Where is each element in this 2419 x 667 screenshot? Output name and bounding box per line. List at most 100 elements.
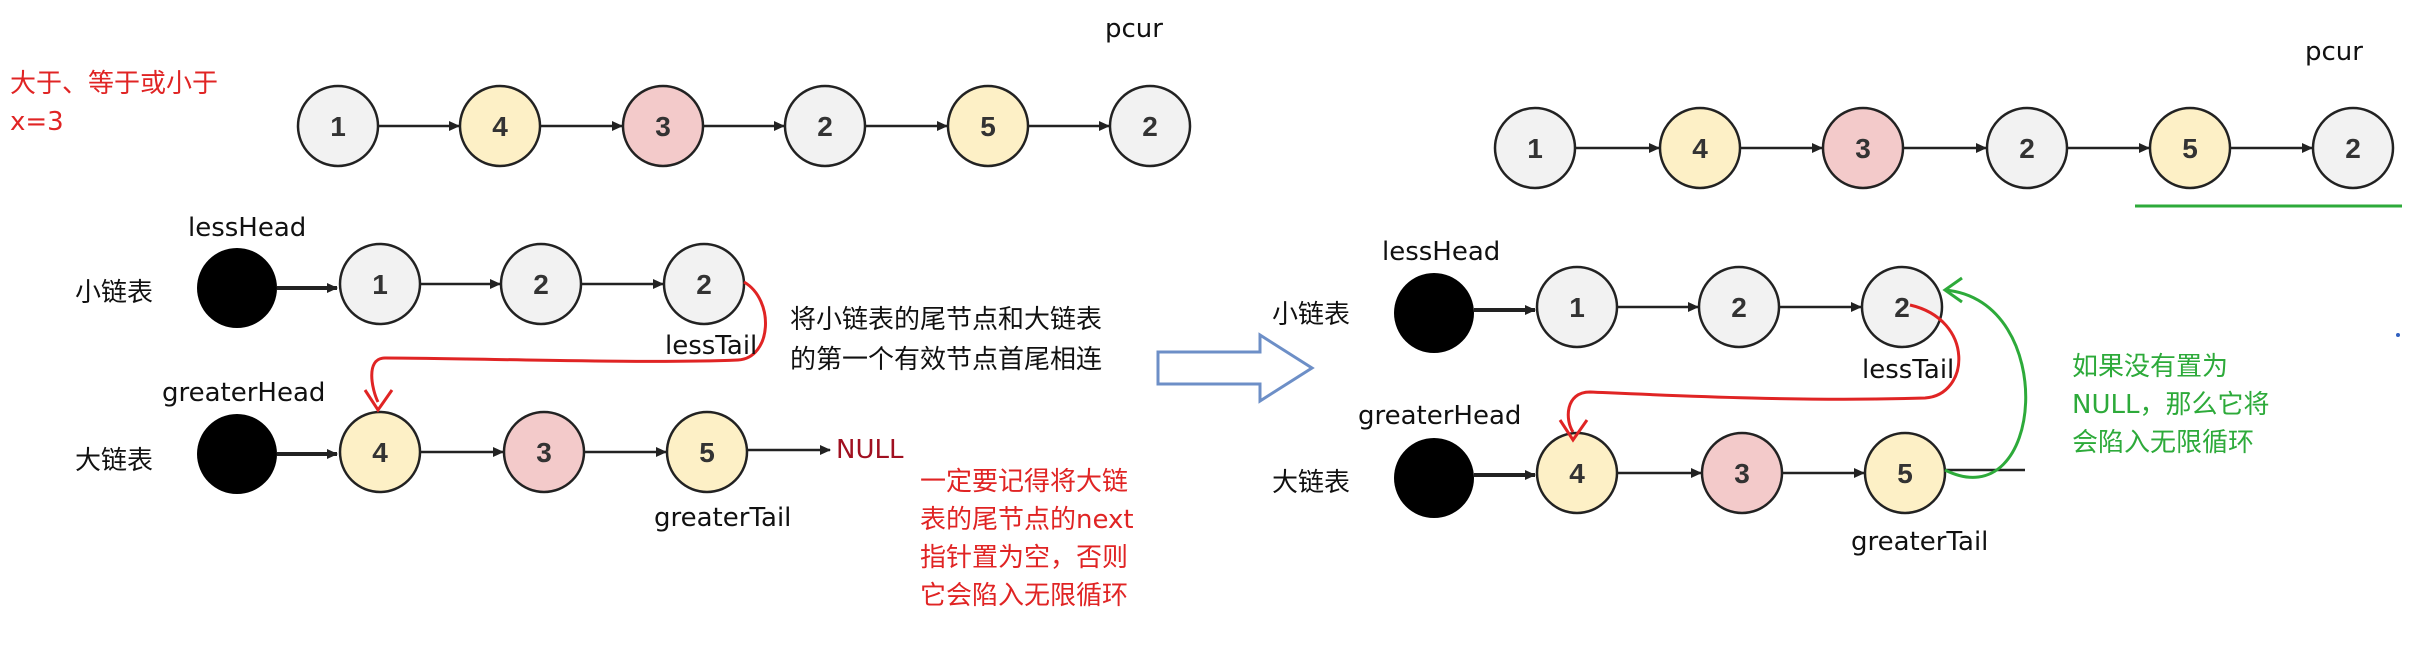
right-less-node-3: 2 [1860,265,1944,349]
left-original-node-4-value: 2 [817,111,833,142]
left-less-node-2-value: 2 [533,269,549,300]
right-original-node-4-value: 2 [2019,133,2035,164]
right-connect-curve-head [1558,419,1589,443]
right-less-node-2-circle [1697,265,1781,349]
left-less-tail-label: lessTail [665,331,758,361]
left-original-node-2: 4 [458,84,542,168]
left-greater-tail-label: greaterTail [654,503,792,533]
left-less-head-dot [197,248,277,328]
right-less-node-1: 1 [1535,265,1619,349]
right-greater-node-2: 3 [1700,431,1784,515]
edges-layer [277,121,2313,480]
right-greater-node-1: 4 [1535,431,1619,515]
right-original-node-5-value: 5 [2182,133,2198,164]
right-original-node-1-value: 1 [1527,133,1543,164]
right-original-node-1-circle [1493,106,1577,190]
right-less-head-dot [1394,273,1474,353]
left-less-node-2: 2 [499,242,583,326]
left-original-node-3-value: 3 [655,111,671,142]
left-small-list-label: 小链表 [75,278,154,308]
left-original-node-3-circle [621,84,705,168]
warning-note: 一定要记得将大链 表的尾节点的next 指针置为空，否则 它会陷入无限循环 [920,467,1134,611]
left-original-node-2-value: 4 [492,111,508,142]
right-less-head-label: lessHead [1382,237,1501,267]
condition-label: 大于、等于或小于 x=3 [10,69,219,137]
left-less-head-label: lessHead [188,213,307,243]
right-loop-curve-head [1942,276,1963,304]
left-greater-node-3: 5 [665,410,749,494]
left-original-node-6-value: 2 [1142,111,1158,142]
left-big-list-label: 大链表 [75,446,154,476]
left-original-node-4-circle [783,84,867,168]
left-greater-node-1: 4 [338,410,422,494]
left-less-node-3-circle [662,242,746,326]
connect-note: 将小链表的尾节点和大链表 的第一个有效节点首尾相连 [790,305,1103,375]
left-greater-head-label: greaterHead [162,378,326,408]
left-original-node-4: 2 [783,84,867,168]
left-greater-node-3-value: 5 [699,437,715,468]
right-big-list-label: 大链表 [1272,468,1351,498]
transition-arrow [1156,332,1315,404]
right-original-node-6-circle [2311,106,2395,190]
right-original-node-5: 5 [2148,106,2232,190]
right-connect-curve [1566,303,1961,433]
right-original-node-4: 2 [1985,106,2069,190]
right-greater-head-dot [1394,438,1474,518]
left-greater-node-3-circle [665,410,749,494]
left-original-node-5: 5 [946,84,1030,168]
left-original-node-3: 3 [621,84,705,168]
right-less-node-1-value: 1 [1569,292,1585,323]
left-original-node-5-circle [946,84,1030,168]
right-original-node-5-circle [2148,106,2232,190]
left-pcur-label: pcur [1105,14,1163,44]
right-original-node-6-value: 2 [2345,133,2361,164]
left-less-node-1-value: 1 [372,269,388,300]
right-greater-tail-label: greaterTail [1851,527,1989,557]
left-greater-node-1-value: 4 [372,437,388,468]
left-less-node-3: 2 [662,242,746,326]
right-less-node-2: 2 [1697,265,1781,349]
left-original-node-1-circle [296,84,380,168]
left-greater-node-2-value: 3 [536,437,552,468]
left-connect-curve-head [363,389,394,413]
left-original-node-6: 2 [1108,84,1192,168]
left-original-node-1-value: 1 [330,111,346,142]
right-original-node-6: 2 [2311,106,2395,190]
right-less-node-1-circle [1535,265,1619,349]
right-small-list-label: 小链表 [1272,300,1351,330]
right-greater-node-3-circle [1863,431,1947,515]
annotation-curves-layer [363,204,2402,479]
right-pcur-label: pcur [2305,37,2363,67]
right-greater-node-3: 5 [1863,431,1947,515]
right-loop-curve [1944,288,2028,479]
null-label: NULL [836,435,904,465]
right-original-node-3-value: 3 [1855,133,1871,164]
right-greater-node-2-value: 3 [1734,458,1750,489]
right-original-node-2-value: 4 [1692,133,1708,164]
left-less-node-1-circle [338,242,422,326]
left-less-node-2-circle [499,242,583,326]
left-greater-node-2: 3 [502,410,586,494]
left-original-node-2-circle [458,84,542,168]
left-greater-node-2-circle [502,410,586,494]
right-less-node-3-circle [1860,265,1944,349]
right-greater-node-1-value: 4 [1569,458,1585,489]
left-greater-head-dot [197,414,277,494]
left-original-node-1: 1 [296,84,380,168]
left-original-node-5-value: 5 [980,111,996,142]
left-less-node-1: 1 [338,242,422,326]
nodes-layer: 1 4 3 2 5 2 1 2 2 4 3 5 1 4 3 2 5 2 1 2 2 4 3 5 [197,84,2395,518]
right-less-node-2-value: 2 [1731,292,1747,323]
right-original-node-1: 1 [1493,106,1577,190]
right-original-node-2: 4 [1658,106,1742,190]
left-original-node-6-circle [1108,84,1192,168]
left-connect-curve [370,280,767,403]
left-greater-node-1-circle [338,410,422,494]
loop-note: 如果没有置为 NULL，那么它将 会陷入无限循环 [2072,352,2270,458]
right-original-node-4-circle [1985,106,2069,190]
stray-blue-dot [2396,333,2400,337]
right-less-tail-label: lessTail [1862,355,1955,385]
left-less-node-3-value: 2 [696,269,712,300]
right-original-node-2-circle [1658,106,1742,190]
